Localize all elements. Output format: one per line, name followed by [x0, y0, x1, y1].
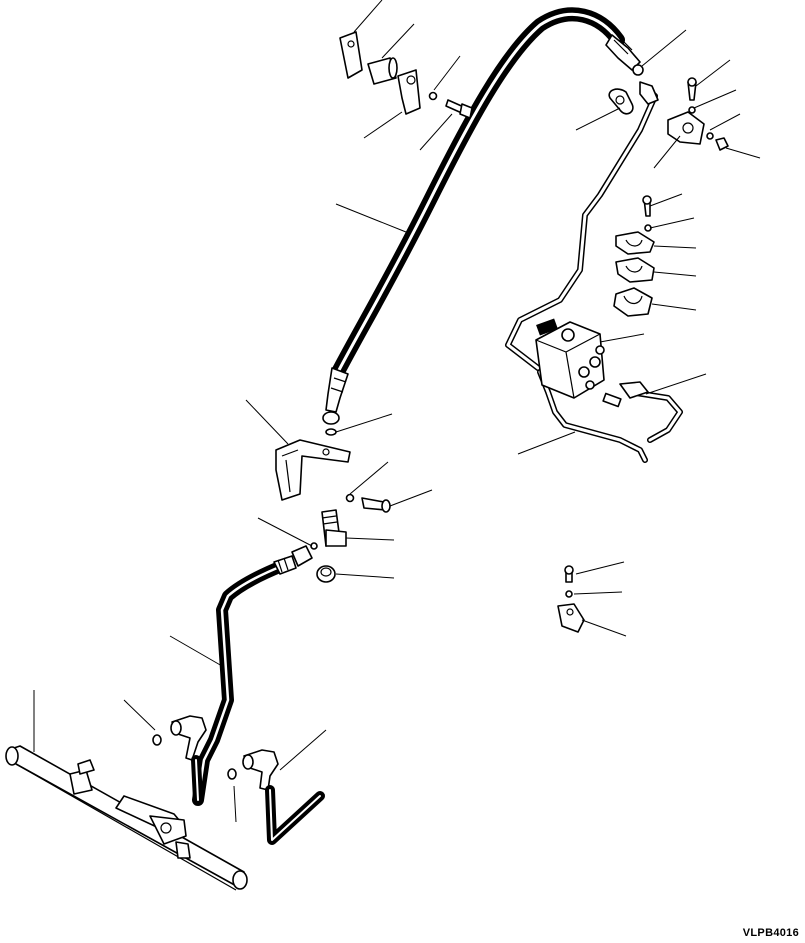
- hose-elbow-fitting: [322, 367, 349, 425]
- u-clip: [608, 88, 634, 115]
- bolt-clamp-stack: [642, 195, 652, 217]
- o-ring-left: [152, 734, 162, 746]
- tee-fitting: [321, 509, 347, 547]
- drawing-reference-code: VLPB4016: [742, 927, 799, 939]
- steel-tube-upper: [505, 85, 658, 371]
- elbow-fitting-right: [242, 749, 279, 791]
- valve-block: [535, 318, 649, 408]
- washer-right-2: [706, 132, 714, 140]
- clamp-half-upper: [615, 231, 655, 255]
- nut-right: [715, 137, 729, 151]
- mounting-bolt: [361, 497, 391, 513]
- mount-bracket-right: [667, 111, 705, 145]
- main-hose-upper: [331, 7, 625, 379]
- hydraulic-cylinder: [5, 745, 248, 891]
- short-hose-left: [191, 755, 203, 805]
- top-bracket-plate: [339, 31, 363, 79]
- lower-hose-end: [273, 555, 297, 575]
- washer-top-right: [688, 106, 696, 114]
- clamp-base: [613, 287, 653, 317]
- clamp-half-middle: [615, 257, 655, 283]
- o-ring-right: [227, 768, 237, 780]
- upper-hose-end-fitting: [605, 34, 644, 76]
- elbow-fitting-left: [170, 715, 207, 761]
- bolt-small-bracket: [564, 565, 574, 583]
- washer-small-bracket: [565, 590, 573, 598]
- hose-nut-connector: [291, 545, 313, 567]
- cap-nut: [316, 565, 336, 583]
- support-bracket: [275, 439, 351, 501]
- leader-lines: [33, 0, 761, 823]
- bolt-top-right: [687, 77, 697, 101]
- small-angle-bracket: [557, 603, 585, 633]
- lower-hose: [192, 560, 288, 806]
- short-hose-right: [265, 785, 325, 845]
- washer-bolt-small: [345, 493, 355, 503]
- bolt-top-left: [445, 99, 473, 119]
- tube-fitting-top: [639, 81, 659, 105]
- spacer-sleeve: [367, 57, 398, 85]
- washer-bracket: [325, 428, 337, 436]
- steel-tube-lower: [537, 369, 683, 463]
- washer-top-left: [428, 91, 438, 101]
- clamp-bracket: [397, 69, 421, 115]
